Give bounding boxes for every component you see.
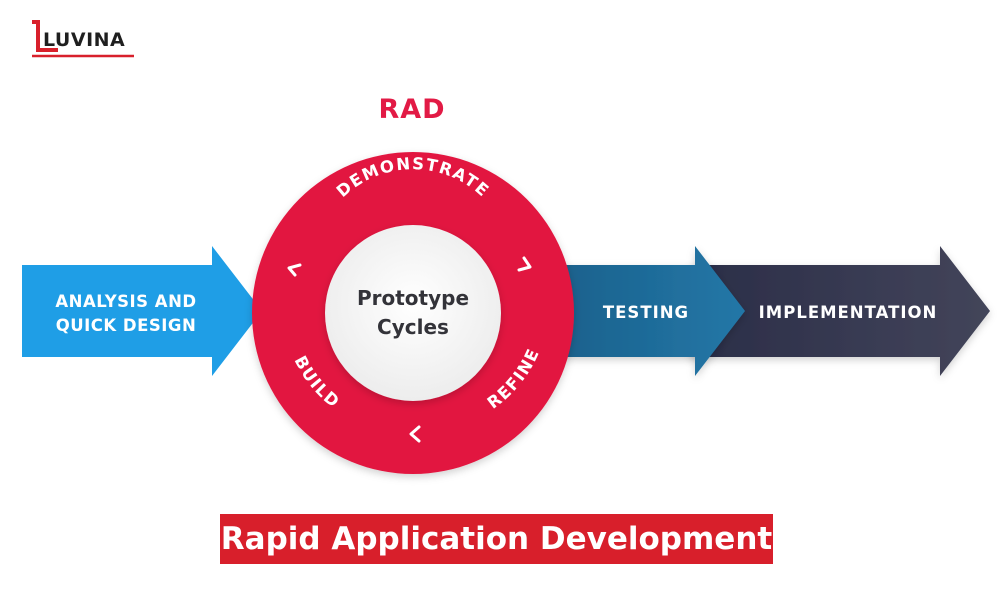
rad-title: RAD — [378, 94, 446, 125]
chevron-bottom-icon — [409, 425, 421, 443]
rad-banner: Rapid Application Development — [220, 514, 773, 564]
chevron-top-right-icon — [517, 256, 532, 272]
analysis-label-line2: QUICK DESIGN — [56, 316, 197, 335]
implementation-arrow — [690, 246, 990, 376]
logo-text: LUVINA — [43, 29, 126, 51]
implementation-label: IMPLEMENTATION — [759, 303, 938, 322]
analysis-arrow — [22, 246, 262, 376]
testing-label: TESTING — [603, 303, 689, 322]
analysis-label-line1: ANALYSIS AND — [55, 292, 196, 311]
testing-arrow — [540, 246, 745, 376]
prototype-cycle-ring — [252, 152, 574, 474]
cycle-center-line1: Prototype — [357, 286, 469, 310]
chevron-top-left-icon — [287, 263, 302, 277]
cycle-center-line2: Cycles — [377, 315, 449, 339]
luvina-logo-mark — [32, 20, 134, 58]
